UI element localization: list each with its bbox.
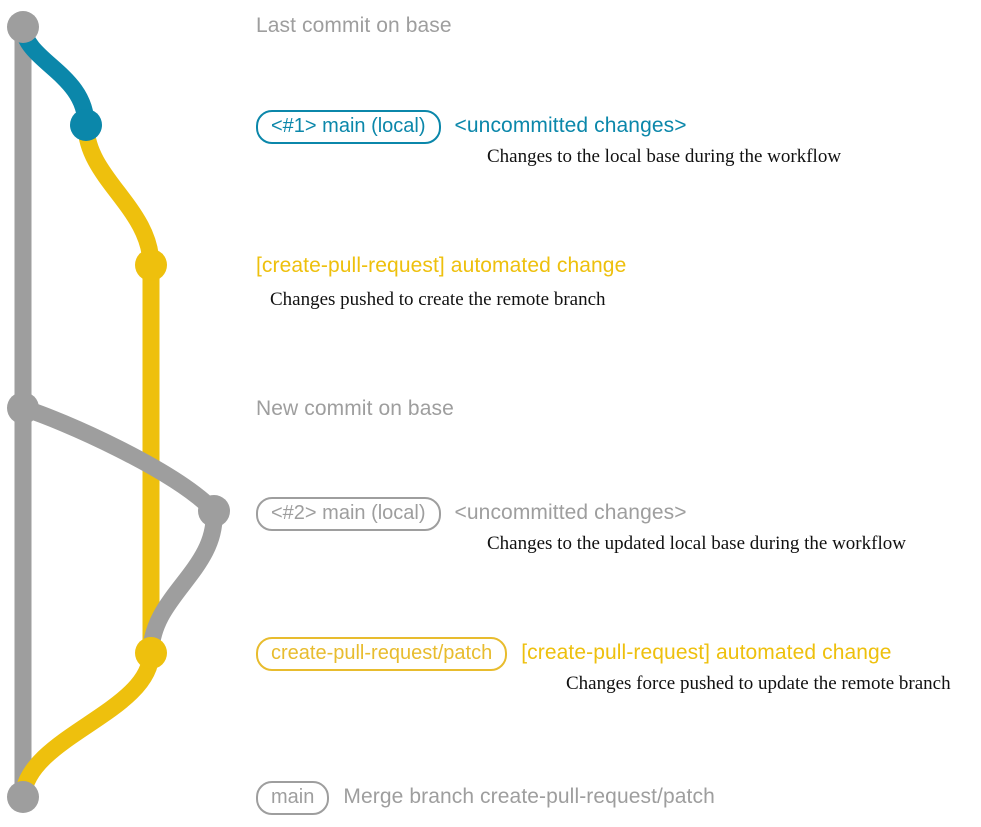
commit-subject-base-new: New commit on base — [256, 397, 454, 420]
row-local-2: <#2> main (local) <uncommitted changes> — [256, 497, 687, 531]
ref-badge-local-2[interactable]: <#2> main (local) — [256, 497, 441, 531]
commit-subject-local-2: <uncommitted changes> — [454, 501, 687, 524]
local2-branch-line-in — [142, 502, 223, 662]
ref-badge-patch-2[interactable]: create-pull-request/patch — [256, 637, 508, 671]
row-automated-change-2: create-pull-request/patch [create-pull-r… — [256, 637, 892, 671]
commit-description-patch-2: Changes force pushed to update the remot… — [566, 673, 951, 694]
ref-badge-local-1[interactable]: <#1> main (local) — [256, 110, 441, 144]
row-new-commit-on-base: New commit on base — [256, 396, 454, 422]
row-local-1: <#1> main (local) <uncommitted changes> — [256, 110, 687, 144]
commit-subject-patch-2: [create-pull-request] automated change — [521, 641, 892, 664]
local-branch-line-blue — [14, 18, 95, 134]
commit-node-base-head[interactable] — [7, 11, 39, 43]
commit-node-local-1[interactable] — [70, 109, 102, 141]
commit-description-local-1: Changes to the local base during the wor… — [487, 146, 842, 167]
row-automated-change-1: [create-pull-request] automated change — [256, 253, 626, 279]
commit-subject-patch-1: [create-pull-request] automated change — [256, 254, 627, 277]
ref-badge-main[interactable]: main — [256, 781, 330, 815]
commit-description-local-2: Changes to the updated local base during… — [487, 533, 906, 554]
commit-node-patch-2[interactable] — [135, 637, 167, 669]
commit-description-patch-1: Changes pushed to create the remote bran… — [270, 289, 606, 310]
row-last-commit-on-base: Last commit on base — [256, 13, 452, 39]
commit-node-merge[interactable] — [7, 781, 39, 813]
commit-node-local-2[interactable] — [198, 495, 230, 527]
patch-branch-line-upper — [77, 116, 160, 274]
commit-subject-merge: Merge branch create-pull-request/patch — [343, 785, 715, 808]
local2-branch-line-out — [14, 399, 223, 520]
merge-branch-line-yellow — [14, 644, 160, 806]
commit-node-patch-1[interactable] — [135, 249, 167, 281]
commit-subject-local-1: <uncommitted changes> — [454, 114, 687, 137]
commit-subject-base-head: Last commit on base — [256, 14, 452, 37]
commit-node-base-new[interactable] — [7, 392, 39, 424]
row-merge-commit: main Merge branch create-pull-request/pa… — [256, 781, 715, 815]
